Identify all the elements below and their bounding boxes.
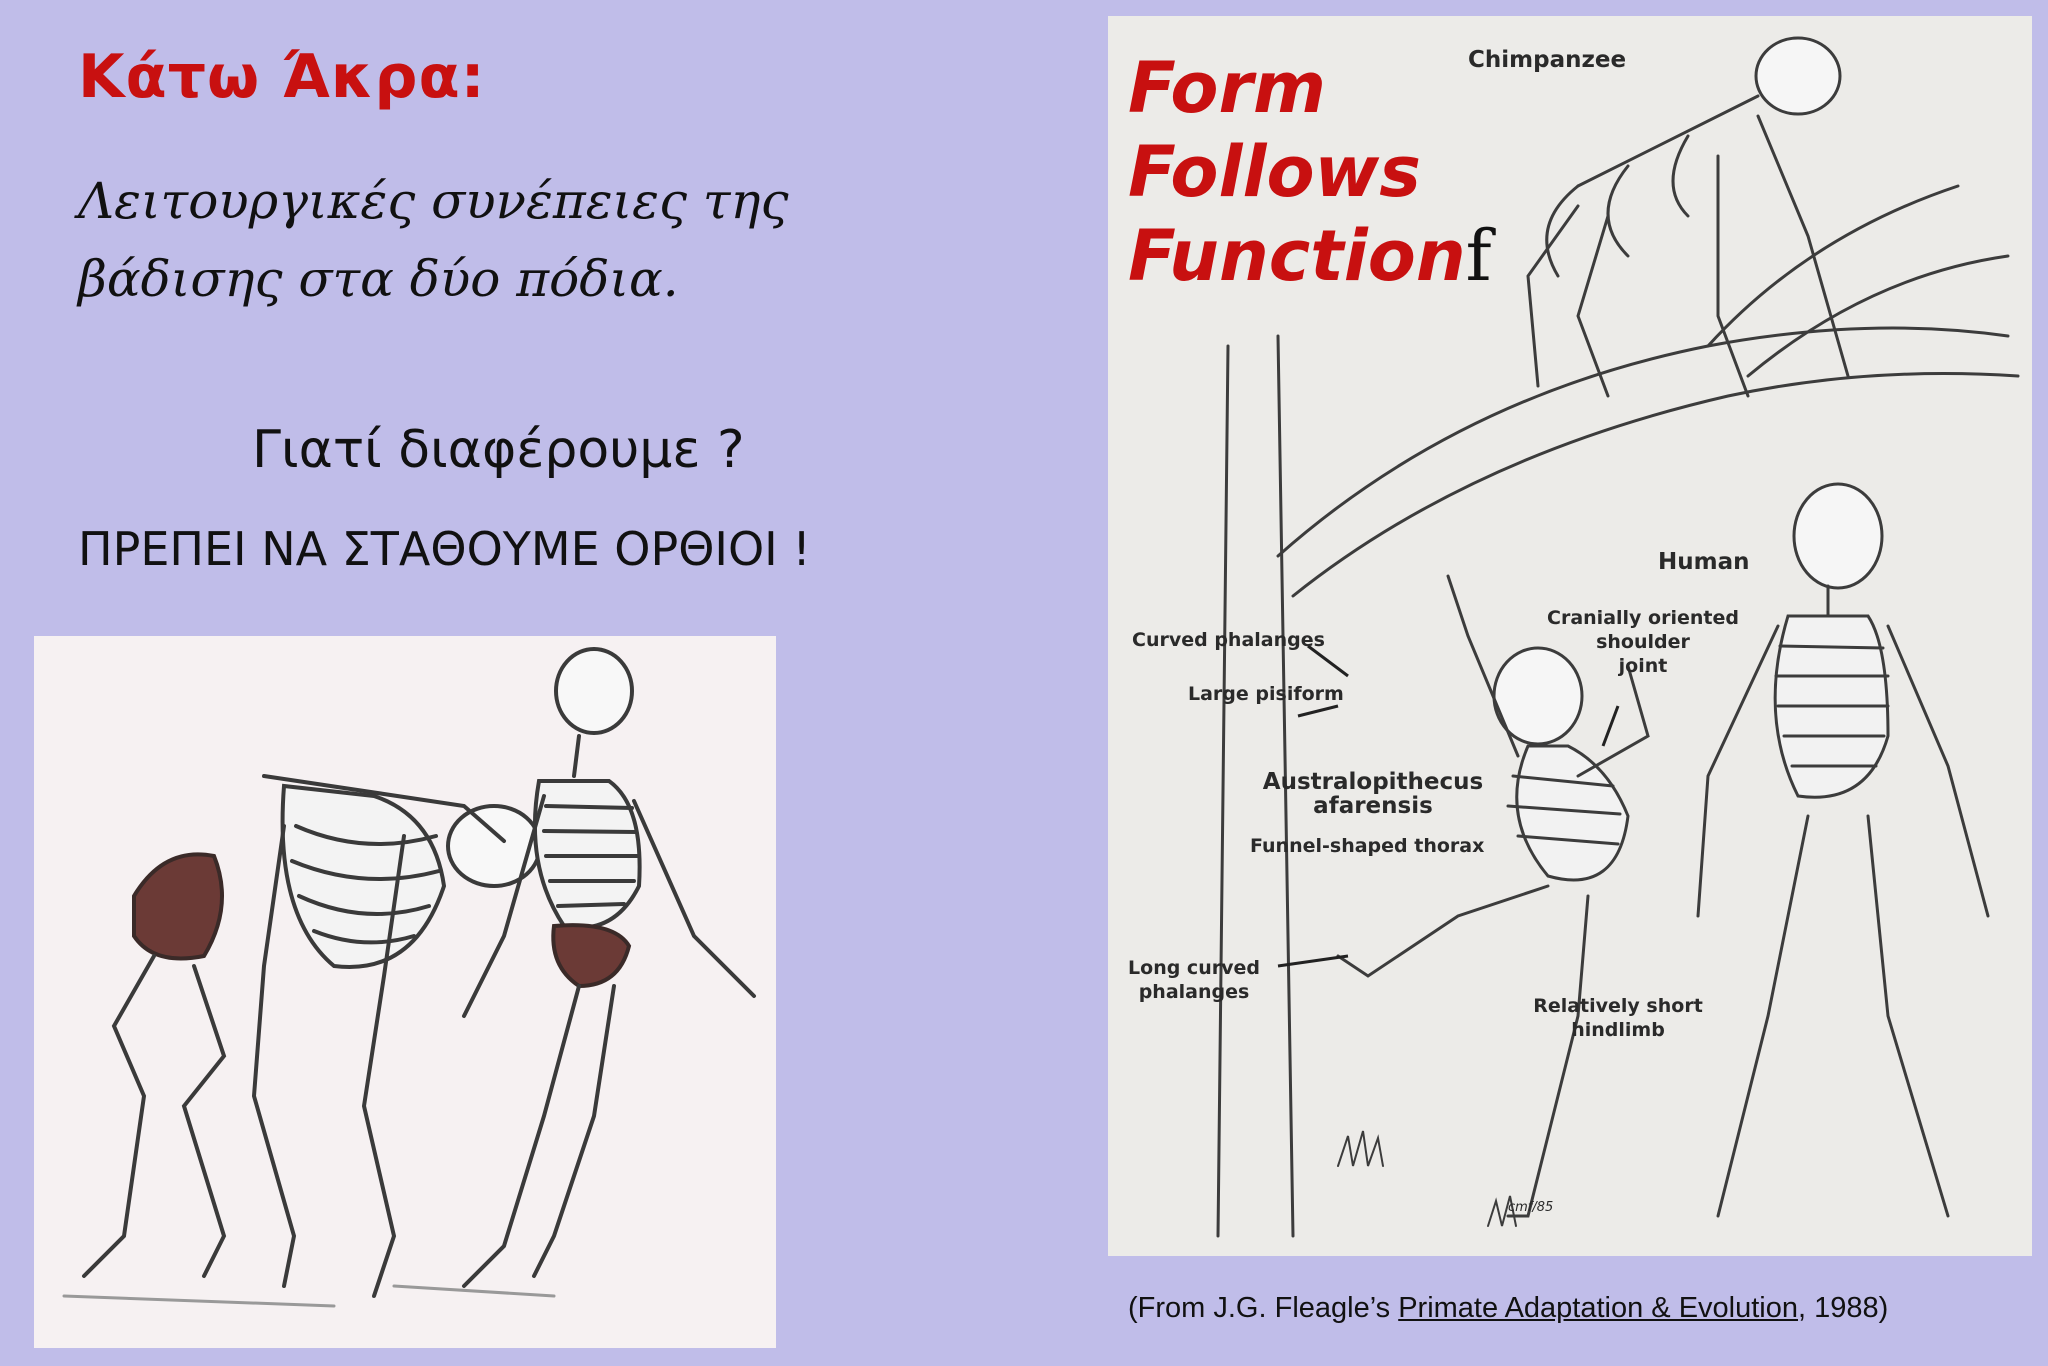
slide-subtitle: Λειτουργικές συνέπειες της βάδισης στα δ…: [78, 162, 878, 318]
label-shoulder: shoulder: [1596, 631, 1690, 653]
citation-suffix: , 1988): [1798, 1292, 1889, 1324]
hominid-skeletons-drawing: [1216, 36, 2020, 1238]
label-large-pisiform: Large pisiform: [1188, 683, 1344, 705]
slide-title: Κάτω Άκρα:: [78, 42, 486, 112]
label-long-curved-phalanges: Long curved phalanges: [1124, 956, 1264, 1004]
label-relatively-short-hindlimb: Relatively short hindlimb: [1518, 994, 1718, 1042]
form-follows-function-heading: Form Follows Functionf: [1128, 46, 1492, 298]
label-curved-phalanges: Curved phalanges: [1132, 629, 1325, 651]
label-funnel-shaped-thorax: Funnel-shaped thorax: [1250, 835, 1485, 857]
exclamation-text: ΠΡΕΠΕΙ ΝΑ ΣΤΑΘΟΥΜΕ ΟΡΘΙΟΙ !: [78, 522, 811, 576]
figure-citation: (From J.G. Fleagle’s Primate Adaptation …: [1128, 1292, 1888, 1325]
subtitle-line-1: Λειτουργικές συνέπειες της: [78, 172, 789, 230]
skeleton-comparison-image: [34, 636, 776, 1348]
heading-follows: Follows: [1128, 131, 1421, 213]
artist-signature: cmf/85: [1508, 1200, 1554, 1215]
label-cranially-oriented: Cranially oriented: [1547, 607, 1739, 629]
heading-function: Function: [1128, 215, 1466, 297]
label-cranially-oriented-shoulder: Cranially oriented shoulder joint: [1538, 606, 1748, 678]
label-long-curved: Long curved: [1128, 957, 1260, 979]
heading-form: Form: [1128, 47, 1326, 129]
citation-prefix: (From J.G. Fleagle’s: [1128, 1292, 1399, 1324]
label-chimpanzee: Chimpanzee: [1468, 47, 1627, 73]
skeleton-drawing: [62, 647, 756, 1308]
label-australopithecus: Australopithecus: [1262, 769, 1484, 795]
label-phalanges: phalanges: [1138, 981, 1250, 1003]
fleagle-figure: Form Follows Functionf Chimpanzee Human …: [1108, 16, 2032, 1256]
subtitle-line-2: βάδισης στα δύο πόδια.: [78, 250, 679, 308]
label-joint: joint: [1618, 655, 1668, 677]
question-text: Γιατί διαφέρουμε ?: [252, 420, 745, 480]
label-human: Human: [1658, 549, 1750, 575]
label-relatively-short: Relatively short: [1533, 995, 1703, 1017]
heading-stray-character: f: [1465, 215, 1492, 297]
citation-book-title: Primate Adaptation & Evolution: [1398, 1292, 1799, 1324]
label-hindlimb: hindlimb: [1571, 1019, 1665, 1041]
label-australopithecus-afarensis: Australopithecus afarensis: [1238, 770, 1508, 818]
label-afarensis: afarensis: [1313, 793, 1433, 819]
